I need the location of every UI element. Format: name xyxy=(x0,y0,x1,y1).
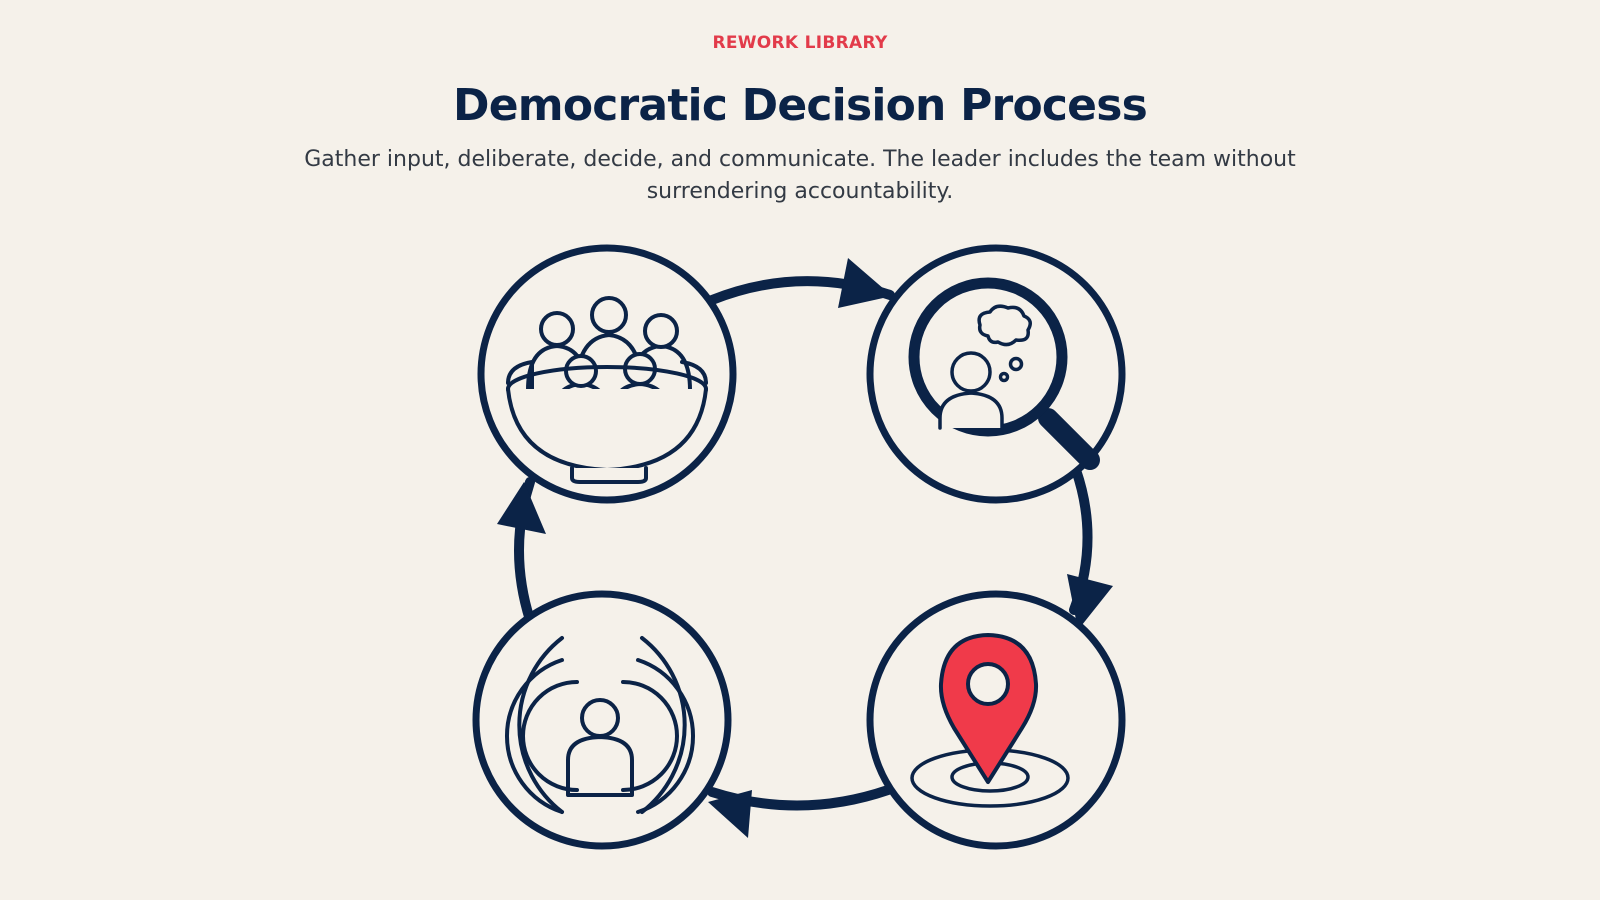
arrowhead-up-icon xyxy=(497,482,546,534)
arrowhead-down-icon xyxy=(1067,574,1113,630)
thought-cloud-icon xyxy=(977,304,1032,347)
arrowhead-right-icon xyxy=(838,258,892,308)
arrowheads xyxy=(497,258,1113,838)
page-subtitle: Gather input, deliberate, decide, and co… xyxy=(304,147,1296,204)
magnifier-thinking-person-icon xyxy=(908,277,1100,470)
step-communicate xyxy=(472,590,732,850)
map-pin-icon xyxy=(938,633,1039,784)
arrowhead-left-icon xyxy=(708,790,752,838)
page-title: Democratic Decision Process xyxy=(453,80,1148,131)
step-gather-input xyxy=(477,244,737,504)
step-decide xyxy=(866,590,1126,850)
step-deliberate xyxy=(866,244,1126,504)
map-pin-target-icon xyxy=(910,633,1070,808)
person-broadcast-icon xyxy=(505,636,695,814)
brand-eyebrow: REWORK LIBRARY xyxy=(712,33,888,53)
people-in-bowl-icon xyxy=(506,296,708,484)
